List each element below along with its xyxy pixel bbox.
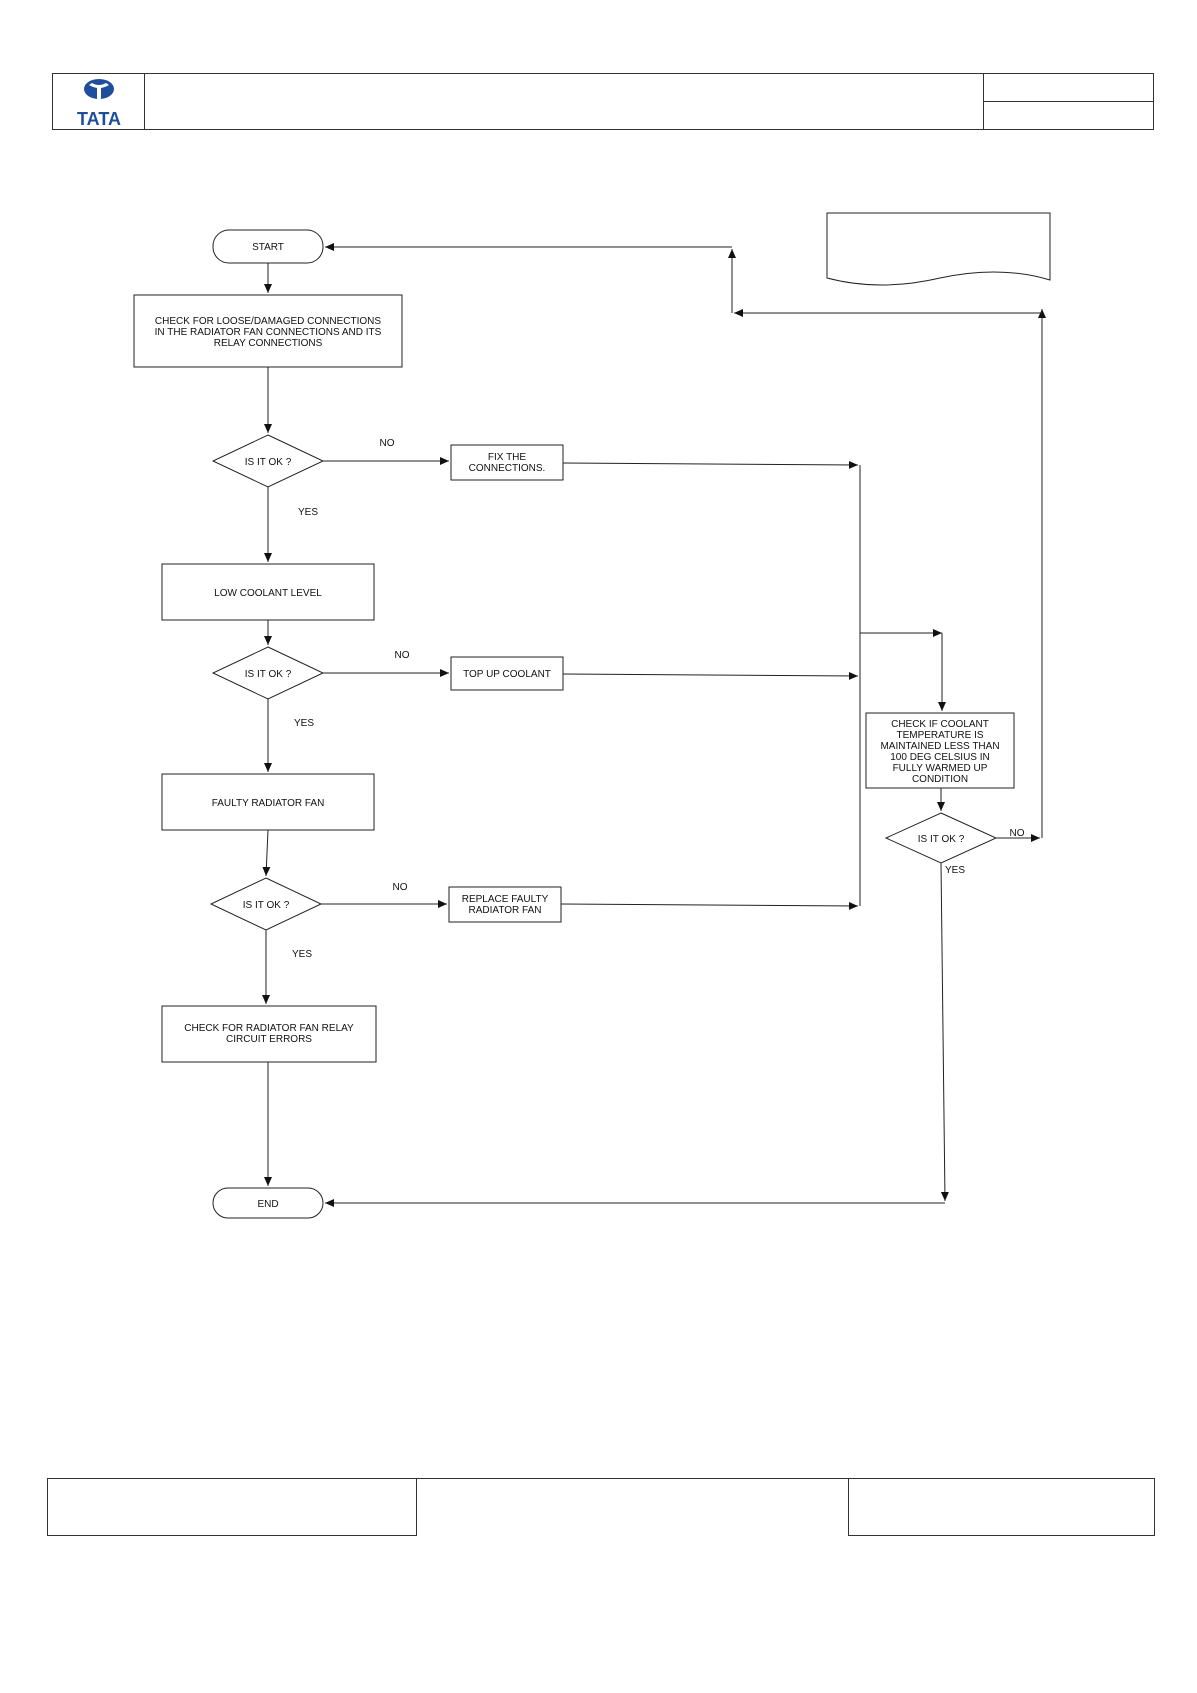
logo-cell: TATA: [53, 74, 145, 129]
footer-left-cell: [47, 1478, 417, 1536]
header-right-cell: [983, 74, 1153, 129]
check-temp-line-2: TEMPERATURE IS: [896, 730, 983, 741]
no-label-2: NO: [395, 650, 410, 661]
fix-connections-line-2: CONNECTIONS.: [469, 463, 546, 474]
end-label: END: [257, 1199, 278, 1210]
fix-connections-line-1: FIX THE: [488, 452, 526, 463]
header-table: TATA: [52, 73, 1154, 130]
tata-logo-text: TATA: [77, 109, 121, 129]
check-relay-line-1: CHECK FOR RADIATOR FAN RELAY: [184, 1023, 354, 1034]
replace-fan-line-1: REPLACE FAULTY: [462, 894, 549, 905]
top-up-box: [450, 656, 564, 691]
tata-logo: TATA: [77, 79, 121, 129]
check-temp-line-5: FULLY WARMED UP: [893, 763, 988, 774]
check-temp-line-4: 100 DEG CELSIUS IN: [890, 752, 989, 763]
check-temp-line-1: CHECK IF COOLANT: [891, 719, 989, 730]
check-connections-line-1: CHECK FOR LOOSE/DAMAGED CONNECTIONS: [155, 316, 381, 327]
replace-fan-line-2: RADIATOR FAN: [469, 905, 542, 916]
no-label-3: NO: [393, 882, 408, 893]
end-terminal: [212, 1187, 324, 1219]
no-label-4: NO: [1010, 828, 1025, 839]
decision-4-label: IS IT OK ?: [918, 834, 965, 845]
low-coolant-label: LOW COOLANT LEVEL: [214, 588, 322, 599]
yes-label-1: YES: [298, 507, 318, 518]
check-connections-line-2: IN THE RADIATOR FAN CONNECTIONS AND ITS: [155, 327, 382, 338]
yes-label-4: YES: [945, 865, 965, 876]
check-temp-box: [865, 712, 1015, 789]
top-up-label: TOP UP COOLANT: [463, 669, 551, 680]
footer-middle-border: [417, 1478, 848, 1479]
start-label: START: [252, 242, 284, 253]
check-temp-line-6: CONDITION: [912, 774, 968, 785]
decision-2-label: IS IT OK ?: [245, 669, 292, 680]
no-label-1: NO: [380, 438, 395, 449]
check-relay-box: [161, 1005, 377, 1063]
fix-connections-box: [450, 444, 564, 481]
yes-label-2: YES: [294, 718, 314, 729]
check-temp-line-3: MAINTAINED LESS THAN: [880, 741, 999, 752]
decision-1-label: IS IT OK ?: [245, 457, 292, 468]
yes-label-3: YES: [292, 949, 312, 960]
check-connections-line-3: RELAY CONNECTIONS: [214, 338, 323, 349]
note-shape: [826, 212, 1051, 286]
faulty-fan-label: FAULTY RADIATOR FAN: [212, 798, 325, 809]
footer-right-cell: [848, 1478, 1155, 1536]
check-relay-line-2: CIRCUIT ERRORS: [226, 1034, 312, 1045]
decision-3-label: IS IT OK ?: [243, 900, 290, 911]
